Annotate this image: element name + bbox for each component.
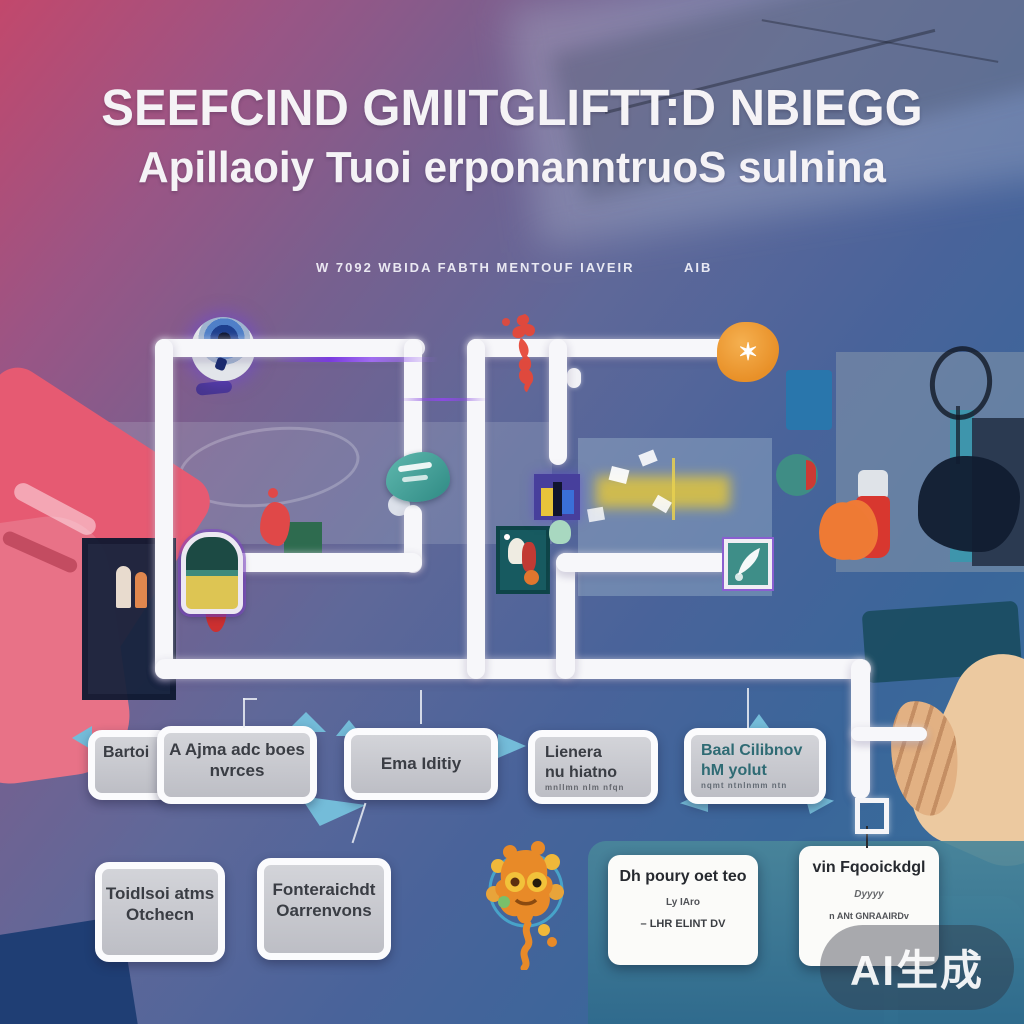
- outlet-pin-line: [866, 826, 868, 848]
- fish-stripe: [401, 474, 429, 483]
- holiday-figure-red: [522, 542, 536, 572]
- box-label: Ema Iditiy: [380, 754, 462, 774]
- title-line-2: Apillaoiy Tuoi erponanntruoS sulnina: [138, 143, 886, 192]
- holiday-figure-white: [508, 538, 526, 564]
- flow-box-ajma: A Ajma adc boes nvrces: [157, 726, 317, 804]
- box-label: nu hiatno: [545, 764, 617, 781]
- red-splash-dot: [268, 488, 278, 498]
- subtitle-tag: AIB: [684, 260, 713, 275]
- ornate-skull-icon: [482, 836, 570, 972]
- cube-bar-blue: [562, 490, 574, 514]
- flow-card-dhpoury: Dh poury oet teo Ly IAro – LHR ELINT DV: [608, 855, 758, 965]
- card-fineprint: n ANt GNRAAIRDv: [829, 910, 909, 921]
- pipe-b-left: [467, 339, 485, 679]
- framed-tv-icon: [181, 532, 243, 614]
- pipe-b-corner-vertical: [556, 553, 575, 679]
- fish-stripe: [397, 461, 433, 473]
- red-coral-icon: [496, 314, 544, 392]
- photo-figure: [135, 572, 147, 608]
- card-label: vin Fqooickdgl: [812, 859, 926, 876]
- pipe-a-top: [155, 339, 425, 357]
- broccoli-icon: [549, 520, 571, 544]
- orange-bug-icon: ✶: [717, 322, 779, 382]
- violet-streak-small: [398, 398, 488, 401]
- flow-box-ema: Ema Iditiy: [344, 728, 498, 800]
- subtitle: W 7092 WBIDA FABTH MENTOUF IAVEIR: [316, 260, 635, 275]
- flow-card-fqooickdgl: vin Fqooickdgl Dyyyy n ANt GNRAAIRDv: [799, 846, 939, 966]
- pipe-a-mid-horizontal: [225, 553, 422, 572]
- connector-line: [243, 698, 257, 700]
- connector-line: [747, 688, 749, 728]
- photo-figure: [116, 566, 131, 608]
- red-splash: [260, 502, 290, 546]
- pipe-a-right-upper: [404, 339, 422, 467]
- pipe-square-outlet: [855, 798, 889, 834]
- blue-equipment: [786, 370, 832, 430]
- connector-line: [420, 690, 422, 724]
- cube-bar-yellow: [541, 488, 553, 516]
- bg-wire-drop: [956, 406, 960, 464]
- box-label: A Ajma adc boes: [169, 740, 305, 759]
- flow-box-lienera: Lienera nu hiatno mnllmn nlm nfqn: [528, 730, 658, 804]
- card-label: Dh poury oet teo: [619, 868, 747, 885]
- box-fineprint: nqmt ntnlnmm ntn: [701, 781, 788, 790]
- violet-streak: [272, 357, 438, 362]
- ai-watermark: AI生成: [819, 925, 1014, 1010]
- holiday-star: [504, 534, 510, 540]
- holiday-picture-icon: [496, 526, 550, 594]
- cube-bar-dark: [553, 482, 562, 516]
- card-fineprint: – LHR ELINT DV: [640, 917, 726, 930]
- eye-globe-base: [195, 380, 233, 396]
- teal-fish-icon: [386, 452, 450, 502]
- pipe-b-top: [467, 339, 753, 357]
- pipe-bottom-long: [155, 659, 871, 679]
- box-label: Otchecn: [125, 905, 195, 925]
- box-label: Bartoi: [103, 744, 150, 761]
- pipe-cap-bit: [567, 368, 581, 388]
- pipe-a-left: [155, 339, 173, 679]
- holiday-ball-orange: [524, 570, 539, 585]
- box-label: Oarrenvons: [276, 901, 372, 921]
- flow-box-fonteraichdt: Fonteraichdt Oarrenvons: [257, 858, 391, 960]
- box-label: Lienera: [545, 744, 602, 761]
- feather-picture-icon: [724, 539, 772, 589]
- box-label: hM yolut: [701, 762, 767, 779]
- cat-silhouette: [918, 456, 1020, 552]
- card-fineprint: Dyyyy: [854, 888, 884, 900]
- paper-bit: [586, 506, 606, 523]
- title-line-1: SEEFCIND GMIITGLIFTT:D NBIEGG: [101, 79, 923, 136]
- yellow-spark-line: [672, 458, 675, 520]
- card-fineprint: Ly IAro: [665, 896, 701, 908]
- box-label: Baal Cilibnov: [701, 742, 803, 759]
- flow-box-toidlsoi: Toidlsoi atms Otchecn: [95, 862, 225, 962]
- flask-top: [858, 470, 888, 500]
- pipe-right-stub: [851, 727, 927, 741]
- paint-cube-icon: [534, 474, 580, 520]
- teal-knob-red-band: [806, 460, 816, 490]
- box-label: nvrces: [209, 761, 265, 781]
- ribbon-accent: [498, 734, 526, 758]
- pipe-b-corner-horizontal: [556, 553, 730, 572]
- pipe-b-mid-capped: [549, 339, 567, 465]
- box-label: Fonteraichdt: [272, 880, 376, 899]
- flow-box-baal: Baal Cilibnov hM yolut nqmt ntnlnmm ntn: [684, 728, 826, 804]
- box-label: Toidlsoi atms: [105, 884, 215, 903]
- connector-line: [243, 698, 245, 728]
- box-fineprint: mnllmn nlm nfqn: [545, 783, 625, 792]
